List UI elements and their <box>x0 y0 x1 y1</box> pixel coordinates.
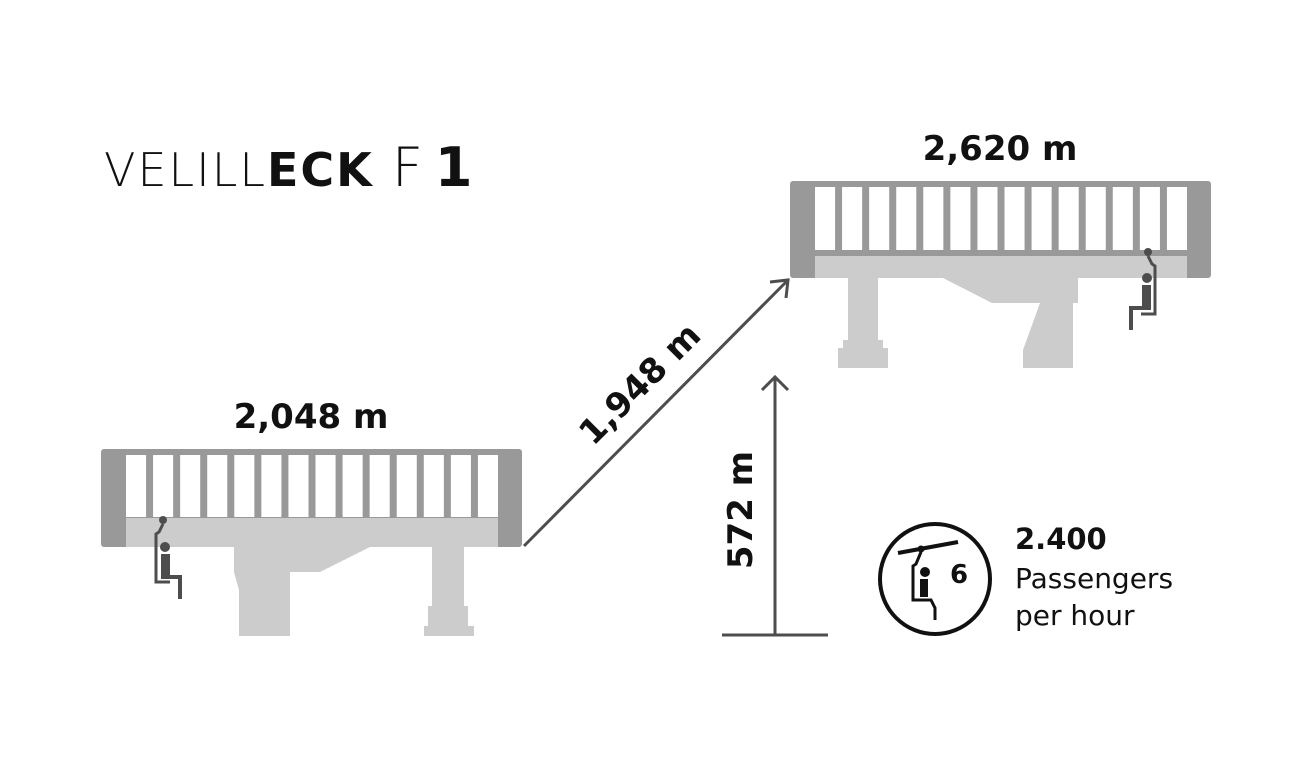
railing-panel <box>950 187 971 250</box>
railing-panel <box>815 187 836 250</box>
vertical-rise-arrow <box>722 374 828 637</box>
railing-panel <box>923 187 944 250</box>
bottom-elevation-label: 2,048 m <box>234 397 389 437</box>
railing-panel <box>261 455 282 517</box>
railing-panel <box>1166 187 1187 250</box>
railing-panel <box>1112 187 1133 250</box>
seat-count: 6 <box>950 560 968 590</box>
vertical-rise-label: 572 m <box>721 451 761 569</box>
railing-panel <box>1031 187 1052 250</box>
railing-panel <box>1004 187 1025 250</box>
railing-panel <box>207 455 228 517</box>
six-seat-chairlift-icon: 6 <box>878 522 992 636</box>
railing-panel <box>342 455 363 517</box>
top-station <box>790 181 1211 368</box>
chair-person-icon <box>1129 248 1157 330</box>
railing-panel <box>423 455 444 517</box>
capacity-unit-line1: Passengers <box>1015 562 1174 595</box>
railing-panel <box>315 455 336 517</box>
railing-panel <box>477 455 498 517</box>
railing-panel <box>869 187 890 250</box>
railing-panel <box>1139 187 1160 250</box>
railing-panel <box>896 187 917 250</box>
railing-panel <box>1058 187 1079 250</box>
railing-panel <box>126 455 147 517</box>
capacity-value: 2.400 <box>1015 522 1107 556</box>
railing-panel <box>450 455 471 517</box>
top-elevation-label: 2,620 m <box>923 129 1078 169</box>
cable-length-arrow <box>522 278 790 548</box>
railing-panel <box>369 455 390 517</box>
railing-panel <box>977 187 998 250</box>
railing-panel <box>153 455 174 517</box>
railing-panel <box>288 455 309 517</box>
chair-person-icon <box>154 516 182 599</box>
railing-panel <box>396 455 417 517</box>
railing-panel <box>234 455 255 517</box>
cable-length-label: 1,948 m <box>571 315 709 453</box>
railing-panel <box>842 187 863 250</box>
railing-panel <box>1085 187 1106 250</box>
bottom-station <box>101 449 522 636</box>
capacity-unit-line2: per hour <box>1015 599 1135 632</box>
railing-panel <box>180 455 201 517</box>
